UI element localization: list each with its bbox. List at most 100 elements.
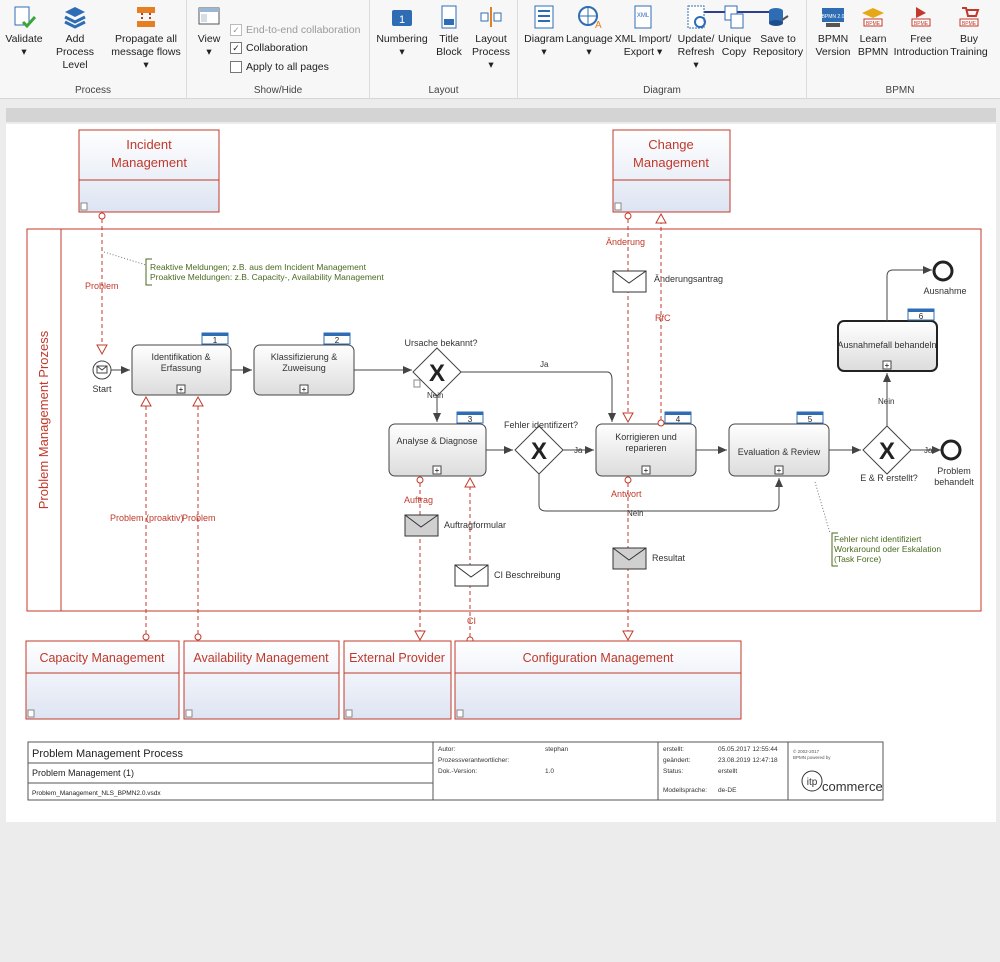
message-flow-auftrag[interactable]: Auftrag (404, 476, 433, 642)
task3-label: Analyse & Diagnose (396, 436, 477, 446)
message-flow-problem[interactable]: Problem (85, 212, 119, 356)
diagram-group: Diagram▾ A Language▾ XML XML Import/Expo… (518, 0, 807, 98)
view-button[interactable]: View▾ (193, 4, 225, 59)
msg-ci-beschreibung-label: CI Beschreibung (494, 570, 561, 580)
message-flow-ci[interactable]: CI (464, 476, 476, 644)
msg-label-rfc: RfC (655, 313, 671, 323)
pool-capacity-management[interactable]: Capacity Management (25, 640, 180, 720)
gateway-ursache-bekannt[interactable]: X Ursache bekannt? (404, 338, 478, 397)
gateway-er-erstellt[interactable]: X E & R erstellt? (860, 425, 918, 483)
tb-erstellt: 05.05.2017 12:55:44 (718, 746, 778, 753)
message-flow-aenderung[interactable]: Änderung (606, 212, 645, 424)
gateway1-x: X (429, 360, 445, 387)
start-event[interactable]: Start (92, 360, 112, 394)
message-flow-problem-proaktiv[interactable]: Problem (proaktiv) (110, 395, 184, 641)
message-aenderungsantrag[interactable]: Änderungsantrag (612, 270, 723, 293)
numbering-button[interactable]: 1 Numbering▾ (374, 4, 430, 59)
svg-text:+: + (435, 466, 440, 475)
collaboration-checkbox[interactable]: ✓Collaboration (230, 42, 308, 54)
task-evaluation-review[interactable]: Evaluation & Review + 5 (728, 411, 830, 477)
pool-configuration-management[interactable]: Configuration Management (454, 640, 742, 720)
active-indicator (704, 11, 778, 13)
view-icon (198, 7, 220, 25)
svg-text:+: + (644, 466, 649, 475)
nein-label-3: Nein (878, 397, 894, 406)
diagram-icon (534, 5, 554, 29)
language-button[interactable]: A Language▾ (566, 4, 613, 59)
tb-erstellt-label: erstellt: (663, 746, 684, 753)
task2-label-2: Zuweisung (282, 363, 326, 373)
task1-number: 1 (213, 336, 218, 345)
task1-label-1: Identifikation & (151, 352, 210, 362)
svg-text:BPME: BPME (962, 21, 977, 27)
pool-availability-management[interactable]: Availability Management (183, 640, 340, 720)
message-resultat[interactable]: Resultat (612, 547, 686, 570)
svg-text:1: 1 (399, 14, 405, 26)
pool-problem-management[interactable]: Problem Management Prozess (26, 228, 982, 612)
validate-button[interactable]: Validate▾ (4, 4, 44, 59)
msg-auftragformular-label: Auftragformular (444, 520, 506, 530)
end-event-ausnahme[interactable]: Ausnahme (923, 260, 967, 296)
svg-text:+: + (885, 361, 890, 370)
gateway2-label: Fehler identifizert? (504, 420, 578, 430)
msg-label-ci: CI (467, 616, 476, 626)
gateway-fehler-identifiziert[interactable]: X Fehler identifizert? (504, 420, 578, 475)
pool-incident-management[interactable]: Incident Management (78, 129, 220, 213)
pool-external-provider[interactable]: External Provider (343, 640, 452, 720)
annotation-fehler[interactable]: Fehler nicht identifiziert Workaround od… (814, 481, 941, 567)
diagram-button[interactable]: Diagram▾ (522, 4, 566, 59)
tb-dok: 1.0 (545, 768, 554, 775)
end-to-end-collaboration-checkbox[interactable]: ✓End-to-end collaboration (230, 24, 360, 36)
end-event-problem-behandelt[interactable]: Problem behandelt (934, 439, 974, 487)
task-ausnahmefall[interactable]: Ausnahmefall behandeln + 6 (837, 308, 938, 372)
message-auftragformular[interactable]: Auftragformular (404, 514, 506, 537)
tb-logo-itp: itp (807, 777, 818, 788)
xml-import-export-button[interactable]: XML XML Import/Export ▾ (612, 4, 674, 59)
tb-geaendert: 23.08.2019 12:47:18 (718, 757, 778, 764)
end1-label: Ausnahme (923, 286, 966, 296)
layout-process-icon (480, 7, 502, 27)
annotation-meldungen[interactable]: Reaktive Meldungen; z.B. aus dem Inciden… (103, 251, 384, 286)
tb-copyright-1: © 2002-2017 (793, 748, 820, 754)
pool-change-management[interactable]: Change Management (612, 129, 731, 213)
cart-icon: BPME (959, 7, 980, 27)
task-identifikation[interactable]: Identifikation & Erfassung + 1 (131, 332, 232, 396)
configuration-label: Configuration Management (523, 651, 674, 665)
bpmn-version-icon: BPMN 2.0 (822, 8, 845, 27)
title-block[interactable]: Problem Management Process Problem Manag… (27, 741, 884, 801)
task-analyse-diagnose[interactable]: Analyse & Diagnose + 3 (388, 411, 487, 477)
gateway1-label: Ursache bekannt? (404, 338, 477, 348)
apply-to-all-pages-checkbox[interactable]: Apply to all pages (230, 61, 329, 73)
task1-label-2: Erfassung (161, 363, 202, 373)
message-flow-rfc[interactable]: RfC (655, 212, 671, 427)
task-klassifizierung[interactable]: Klassifizierung & Zuweisung + 2 (253, 332, 355, 396)
page-icon (614, 202, 622, 211)
tb-title: Problem Management Process (32, 748, 184, 760)
task-korrigieren[interactable]: Korrigieren und reparieren + 4 (595, 411, 697, 477)
message-ci-beschreibung[interactable]: CI Beschreibung (454, 564, 561, 587)
tb-geaendert-label: geändert: (663, 757, 691, 764)
message-flow-problem-2[interactable]: Problem (182, 395, 216, 641)
task4-label-2: reparieren (625, 443, 666, 453)
svg-text:+: + (777, 466, 782, 475)
layout-group-label: Layout (428, 85, 459, 96)
page-icon (80, 202, 88, 211)
propagate-icon (137, 7, 155, 27)
ja-label-1: Ja (540, 360, 549, 369)
update-refresh-button[interactable]: Update/Refresh ▾ (674, 4, 718, 72)
pool-title: Problem Management Prozess (36, 330, 51, 509)
bpmn-diagram[interactable]: Incident Management Change Management Pr… (6, 124, 996, 822)
tb-autor-label: Autor: (438, 746, 456, 753)
